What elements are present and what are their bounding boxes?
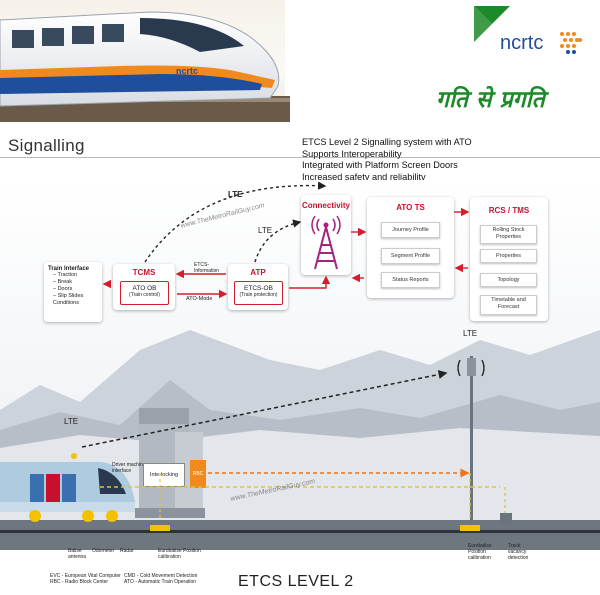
lte-top-label: LTE xyxy=(228,190,243,199)
driver-interface-label: Driver machine interface xyxy=(112,462,146,474)
etcs-ob-title: ETCS-OB xyxy=(244,285,273,292)
rcs-tms-box: RCS / TMS Rolling Stock Properties Prope… xyxy=(470,197,548,321)
legend-right: CMD - Cold Movement Detection ATO - Auto… xyxy=(124,573,197,585)
atp-title: ATP xyxy=(250,268,266,277)
connectivity-box: Connectivity xyxy=(301,195,351,275)
rcs-tms-title: RCS / TMS xyxy=(488,206,530,215)
lte-train-label: LTE xyxy=(64,417,79,426)
antenna-tower-icon xyxy=(311,215,341,270)
etcs-line: Supports Interoperability xyxy=(302,148,402,159)
legend-item: EVC - European Vital Computer xyxy=(50,573,121,579)
track-vacancy-label: Track vacancy detection xyxy=(508,543,529,561)
odometer-label: Odometer xyxy=(92,548,115,554)
balise-antenna-label: Balise antenna xyxy=(68,548,87,560)
etcs-line: Integrated with Platform Screen Doors xyxy=(302,160,458,170)
brand-text: ncrtc xyxy=(500,32,543,54)
train-interface-item: – Doors xyxy=(53,286,73,292)
train-interface-item: – Break xyxy=(53,279,72,285)
ato-mode-label: ATO-Mode xyxy=(186,296,213,302)
train-livery-text: ncrtc xyxy=(176,66,198,76)
ato-ob-title: ATO OB xyxy=(132,285,157,292)
legend-item: RBC - Radio Block Center xyxy=(50,579,109,585)
segment-profile-item: Segment Profile xyxy=(381,248,440,264)
etcs-line: Increased safety and reliability xyxy=(302,171,426,182)
ncrtc-logo: ncrtc xyxy=(470,2,598,72)
eurobalise-left-label: Eurobalise Position calibration xyxy=(158,548,201,560)
train-interface-title: Train Interface xyxy=(48,266,90,272)
diagram-connectors xyxy=(102,181,470,299)
etcs-information-label: ETCS-Information xyxy=(194,262,220,274)
section-title: Signalling xyxy=(8,136,85,155)
etcs-feature-list: ETCS Level 2 Signalling system with ATO … xyxy=(302,137,472,183)
etcs-line: ETCS Level 2 Signalling system with ATO xyxy=(302,137,472,147)
lte-mast xyxy=(457,356,485,526)
lte-mast-label: LTE xyxy=(463,329,478,338)
atp-box: ATP ETCS-OB (Train protection) xyxy=(228,264,288,310)
lte-connectivity-label: LTE xyxy=(258,226,273,235)
rbc-box: RBC xyxy=(190,460,206,488)
train-image: ncrtc xyxy=(0,11,290,122)
ato-ob-sub: (Train control) xyxy=(129,292,160,298)
ato-ts-title: ATO TS xyxy=(396,203,425,212)
train-interface-box: Train Interface – Traction – Break – Doo… xyxy=(44,262,102,322)
header-banner: ncrtc ncrtc गति से प्रगति xyxy=(0,0,600,122)
etcs-ob-sub: (Train protection) xyxy=(239,292,278,298)
ato-ts-box: ATO TS Journey Profile Segment Profile S… xyxy=(367,197,454,298)
train-side-view xyxy=(0,453,135,522)
track-signal-lines xyxy=(81,370,512,531)
topology-item: Topology xyxy=(480,273,537,287)
legend-item: ATO - Automatic Train Operation xyxy=(124,579,197,585)
eurobalise-right-label: Eurobalise Position calibration xyxy=(468,543,492,561)
section-divider xyxy=(0,157,600,158)
legend-item: CMD - Cold Movement Detection xyxy=(124,573,198,579)
footer-title: ETCS LEVEL 2 xyxy=(238,573,354,590)
interlocking-box: Interlocking xyxy=(143,463,185,487)
properties-item: Properties xyxy=(480,249,537,263)
legend-left: EVC - European Vital Computer RBC - Radi… xyxy=(50,573,121,585)
radar-label: Radar xyxy=(120,548,134,554)
rolling-stock-item: Rolling Stock Properties xyxy=(480,225,537,244)
slogan: गति से प्रगति xyxy=(436,86,545,113)
etcs-ob-unit: ETCS-OB (Train protection) xyxy=(234,281,283,305)
train-interface-item: – Slip Slides Conditions xyxy=(53,293,84,306)
tcms-title: TCMS xyxy=(132,268,156,277)
train-interface-item: – Traction xyxy=(53,272,78,278)
journey-profile-item: Journey Profile xyxy=(381,222,440,238)
timetable-forecast-item: Timetable and Forecast xyxy=(480,295,537,315)
ato-ob-unit: ATO OB (Train control) xyxy=(120,281,169,305)
connectivity-title: Connectivity xyxy=(301,201,350,210)
status-reports-item: Status Reports xyxy=(381,272,440,288)
tcms-box: TCMS ATO OB (Train control) xyxy=(113,264,175,310)
